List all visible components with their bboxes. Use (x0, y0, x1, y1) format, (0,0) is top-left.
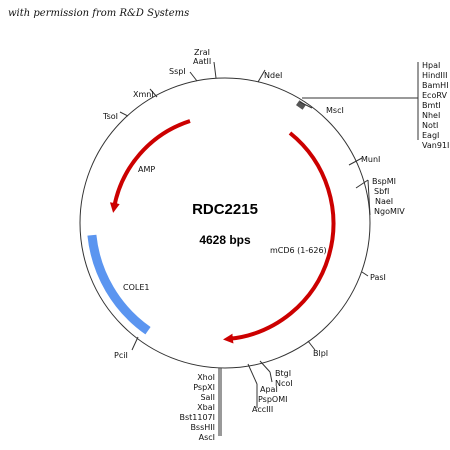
site-label-bsshii: BssHII (190, 423, 215, 432)
site-label-xmni: XmnI (133, 90, 154, 99)
site-label-ecorv: EcoRV (422, 91, 447, 100)
site-label-bmti: BmtI (422, 101, 441, 110)
plasmid-size: 4628 bps (199, 233, 251, 247)
site-label-xbai: XbaI (197, 403, 215, 412)
site-label-nhei: NheI (422, 111, 440, 120)
site-label-sali: SalI (200, 393, 215, 402)
site-label-apai: ApaI (260, 385, 278, 394)
site-label-naei: NaeI (375, 197, 393, 206)
site-label-bamhi: BamHI (422, 81, 449, 90)
site-label-ncoi: NcoI (275, 379, 293, 388)
site-label-msci: MscI (326, 106, 344, 115)
site-label-pasi: PasI (370, 273, 386, 282)
site-label-pcii: PciI (114, 351, 128, 360)
site-label-muni: MunI (361, 155, 380, 164)
plasmid-backbone (79, 77, 371, 369)
site-label-hindiii: HindIII (422, 71, 447, 80)
site-label-aatii: AatII (193, 57, 211, 66)
site-label-tsoi: TsoI (102, 112, 118, 121)
site-label-bspmi: BspMI (372, 177, 396, 186)
site-label-btgi: BtgI (275, 369, 291, 378)
site-label-noti: NotI (422, 121, 438, 130)
cd6-label: mCD6 (1-626) (270, 246, 327, 255)
site-label-ngomiv: NgoMIV (374, 207, 405, 216)
cole1-label: COLE1 (123, 283, 149, 292)
site-label-pspomi: PspOMI (258, 395, 288, 404)
amp-arrow (109, 119, 191, 213)
site-label-hpai: HpaI (422, 61, 440, 70)
cole1-feature-arc (87, 234, 151, 335)
site-label-zrai: ZraI (194, 48, 210, 57)
site-ticks (119, 61, 419, 436)
site-label-ndei: NdeI (264, 71, 282, 80)
site-label-eagi: EagI (422, 131, 439, 140)
site-label-acciii: AccIII (252, 405, 273, 414)
site-label-van91i: Van91I (422, 141, 449, 150)
cd6-arrow (223, 131, 336, 344)
site-label-sspi: SspI (169, 67, 186, 76)
site-label-asci: AscI (199, 433, 215, 442)
site-label-pspxi: PspXI (193, 383, 215, 392)
plasmid-name: RDC2215 (192, 201, 258, 218)
mcs-site-box (296, 100, 306, 110)
site-label-sbfi: SbfI (374, 187, 389, 196)
site-label-blpi: BlpI (313, 349, 328, 358)
amp-label: AMP (138, 165, 155, 174)
site-label-xhoi: XhoI (197, 373, 215, 382)
credit-text: with permission from R&D Systems (8, 8, 190, 19)
site-label-bst1107i: Bst1107I (179, 413, 215, 422)
